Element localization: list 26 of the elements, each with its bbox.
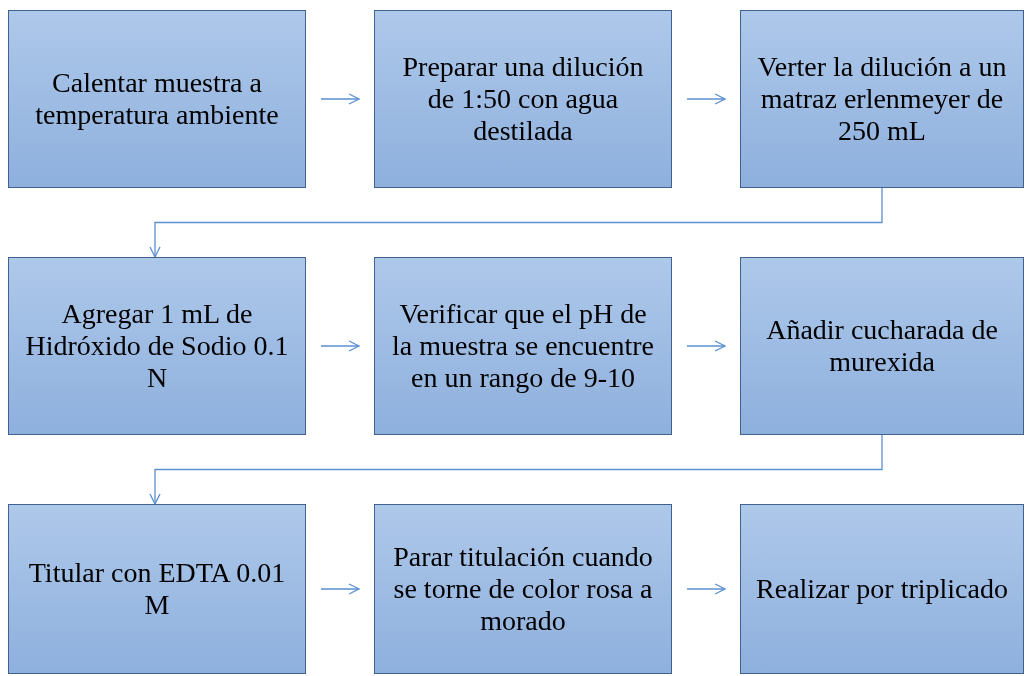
step-text: Añadir cucharada de murexida — [765, 314, 999, 378]
process-box — [8, 504, 306, 674]
step-text: Calentar muestra a temperatura ambiente — [34, 67, 280, 131]
step-text: Verificar que el pH de la muestra se encuentre en un rango de 9-10 — [391, 298, 655, 394]
step-text: Agregar 1 mL de Hidróxido de Sodio 0.1 N — [24, 298, 290, 394]
arrow — [149, 434, 883, 505]
arrow — [686, 340, 726, 352]
process-box — [740, 257, 1024, 435]
process-box — [740, 10, 1024, 188]
process-box — [740, 504, 1024, 674]
arrow — [320, 340, 360, 352]
arrow — [149, 187, 883, 258]
step-text: Preparar una dilución de 1:50 con agua destilada — [401, 51, 645, 147]
process-box — [8, 257, 306, 435]
process-box — [374, 10, 672, 188]
arrow — [320, 93, 360, 105]
process-box — [374, 257, 672, 435]
step-text: Parar titulación cuando se torne de color rosa a morado — [392, 541, 654, 637]
arrow — [320, 583, 360, 595]
step-text: Realizar por triplicado — [756, 573, 1008, 605]
step-text: Titular con EDTA 0.01 M — [27, 557, 287, 621]
arrow — [686, 583, 726, 595]
arrow — [686, 93, 726, 105]
process-box — [374, 504, 672, 674]
step-text: Verter la dilución a un matraz erlenmeyer de 250 mL — [756, 51, 1008, 147]
process-box — [8, 10, 306, 188]
